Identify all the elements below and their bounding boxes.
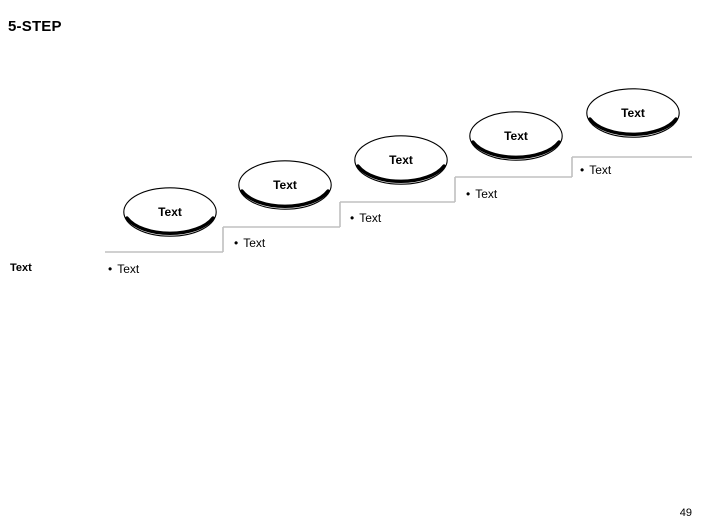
step-node-5[interactable]: Text [585,87,681,139]
step-bullet-1: • Text [108,262,139,276]
bullet-dot-icon: • [580,163,585,177]
step-node-3[interactable]: Text [353,134,449,186]
step-bullet-2-label: Text [243,236,266,250]
step-node-5-shape [586,88,680,138]
step-bullet-1-label: Text [117,262,140,276]
step-node-1[interactable]: Text [122,186,218,238]
step-node-4-label: Text [504,128,528,143]
step-node-2-label: Text [273,177,297,192]
step-bullet-5: • Text [580,163,611,177]
step-node-3-label: Text [389,152,413,167]
corner-label: Text [10,262,32,274]
bullet-dot-icon: • [466,187,471,201]
step-node-1-shape [123,187,217,237]
step-node-2[interactable]: Text [237,159,333,211]
step-bullet-4-label: Text [475,187,498,201]
page-title: 5-STEP [8,18,62,35]
step-node-3-shape [354,135,448,185]
step-bullet-4: • Text [466,187,497,201]
step-node-4-shape [469,111,563,161]
step-node-4[interactable]: Text [468,110,564,162]
step-node-5-label: Text [621,105,645,120]
bullet-dot-icon: • [350,211,355,225]
step-bullet-3: • Text [350,211,381,225]
step-bullet-3-label: Text [359,211,382,225]
step-node-1-label: Text [158,204,182,219]
step-node-2-shape [238,160,332,210]
step-bullet-5-label: Text [589,163,612,177]
bullet-dot-icon: • [234,236,239,250]
page-number: 49 [679,507,692,519]
step-bullet-2: • Text [234,236,265,250]
bullet-dot-icon: • [108,262,113,276]
